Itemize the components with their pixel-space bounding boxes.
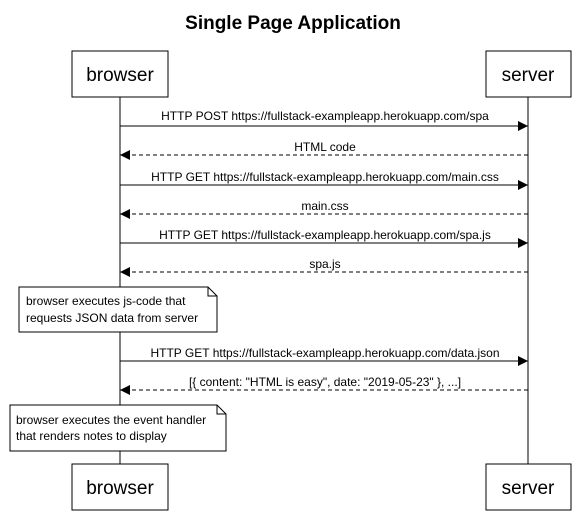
message-http-get-data-json: HTTP GET https://fullstack-exampleapp.he… [120,346,528,366]
message-label: HTTP GET https://fullstack-exampleapp.he… [150,346,499,360]
message-label: spa.js [309,257,340,271]
message-label: HTTP POST https://fullstack-exampleapp.h… [161,109,489,123]
note-fold [207,287,217,297]
message-label: HTML code [294,140,356,154]
note-executes-js: browser executes js-code that requests J… [18,286,218,333]
browser-actor-label: browser [86,65,154,86]
server-actor-label: server [502,65,555,86]
message-html-code: HTML code [120,140,528,160]
note-fold [216,405,226,415]
note-line: that renders notes to display [16,429,167,443]
server-actor-top: server [485,50,572,98]
browser-actor-bottom: browser [71,463,169,511]
note-box [18,286,218,333]
note-event-handler: browser executes the event handler that … [9,404,227,452]
message-label: main.css [301,199,348,213]
server-actor-bottom: server [485,463,572,511]
note-box [9,404,227,452]
message-label: HTTP GET https://fullstack-exampleapp.he… [159,228,491,242]
message-main-css: main.css [120,199,528,219]
diagram-title: Single Page Application [185,13,401,34]
note-line: browser executes js-code that [26,294,186,308]
browser-actor-top: browser [71,50,169,98]
browser-actor-label: browser [86,478,154,499]
note-line: requests JSON data from server [26,311,198,325]
message-http-get-spa-js: HTTP GET https://fullstack-exampleapp.he… [120,228,528,248]
server-actor-label: server [502,478,555,499]
message-json-response: [{ content: "HTML is easy", date: "2019-… [120,375,528,395]
message-http-get-main-css: HTTP GET https://fullstack-exampleapp.he… [120,170,528,190]
message-label: [{ content: "HTML is easy", date: "2019-… [189,375,461,389]
message-http-post-spa: HTTP POST https://fullstack-exampleapp.h… [120,109,528,131]
message-label: HTTP GET https://fullstack-exampleapp.he… [151,170,499,184]
note-line: browser executes the event handler [16,413,206,427]
message-spa-js: spa.js [120,257,528,277]
